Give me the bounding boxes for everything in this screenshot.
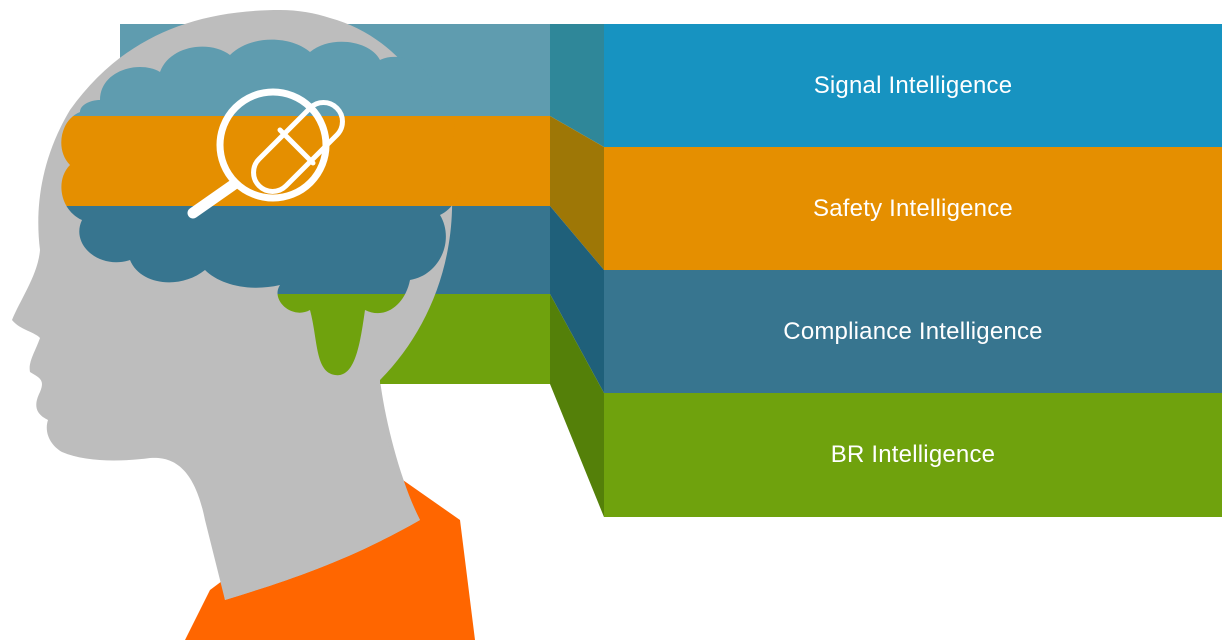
band-compliance-intelligence: Compliance Intelligence xyxy=(604,270,1222,393)
band-safety-intelligence: Safety Intelligence xyxy=(604,147,1222,270)
magnifier-icon xyxy=(187,88,345,219)
band-side-safety xyxy=(550,116,604,270)
band-side-signal xyxy=(550,24,604,147)
bands-side xyxy=(550,24,604,517)
band-label: Signal Intelligence xyxy=(813,71,1013,99)
band-side-compliance xyxy=(550,206,604,393)
band-signal-intelligence: Signal Intelligence xyxy=(604,24,1222,147)
band-label: Safety Intelligence xyxy=(813,194,1013,222)
band-label: Compliance Intelligence xyxy=(783,317,1043,345)
band-br-intelligence: BR Intelligence xyxy=(604,393,1222,517)
band-label: BR Intelligence xyxy=(830,441,996,468)
pill-capsule-icon xyxy=(251,100,345,194)
band-side-br xyxy=(550,294,604,517)
